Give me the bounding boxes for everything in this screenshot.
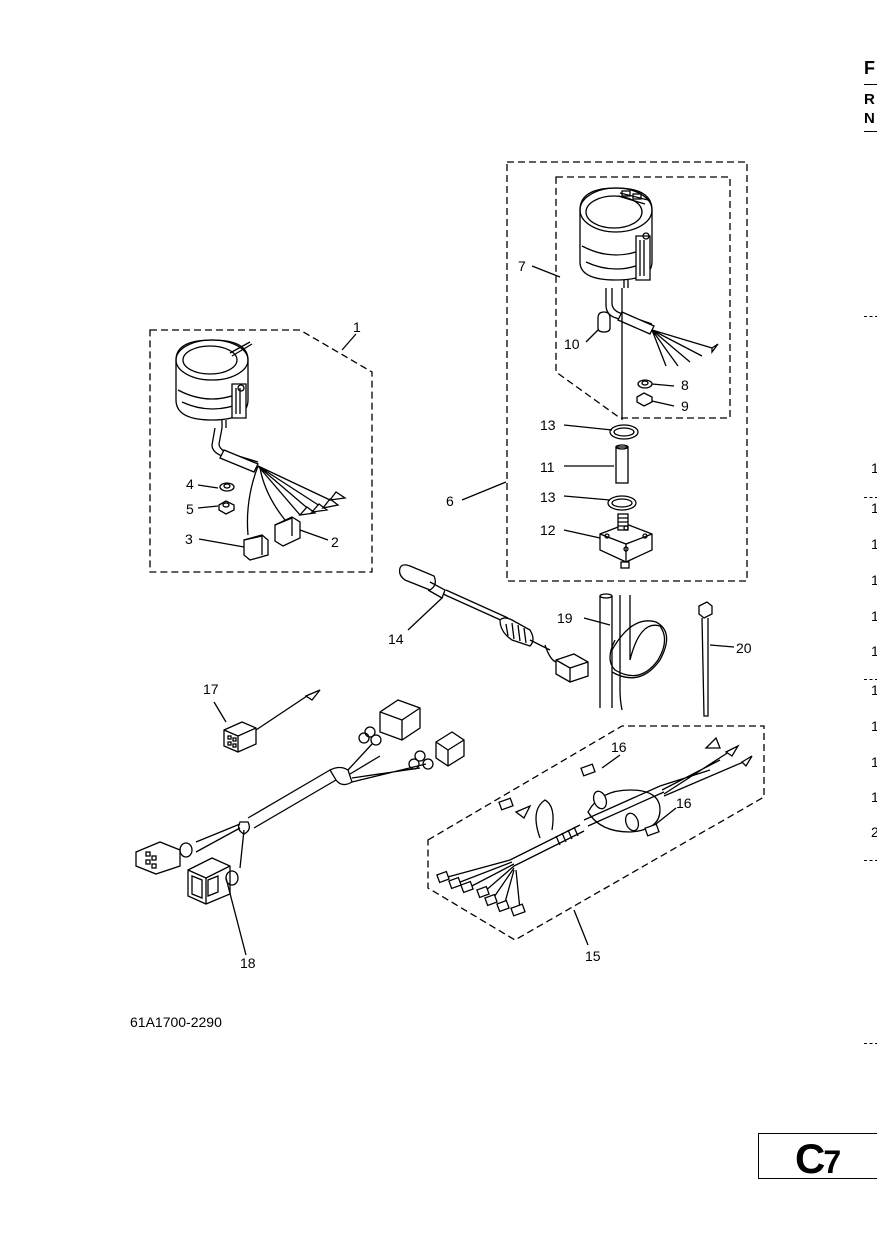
table-ref: 1 [871,460,877,476]
table-ref: 1 [871,643,877,659]
table-ref: 1 [871,754,877,770]
table-ref: 1 [871,789,877,805]
cable-tie-20 [698,601,713,717]
callout-9: 9 [681,398,689,414]
table-divider [864,497,877,498]
callout-2: 2 [331,534,339,550]
table-header-col2b: N [864,110,875,127]
page-number: 7 [823,1144,841,1180]
callout-17: 17 [203,681,219,697]
callout-16b: 16 [676,795,692,811]
diagram-code: 61A1700-2290 [130,1014,222,1030]
connector-2 [274,516,301,547]
page-code-box: C7 [758,1133,877,1182]
gauge-7 [579,187,719,420]
table-divider [864,679,877,680]
connector-17 [223,689,321,753]
header-rule-2 [864,131,877,132]
callout-14: 14 [388,631,404,647]
table-divider [864,1043,877,1044]
table-ref: 1 [871,536,877,552]
callout-12: 12 [540,522,556,538]
nut-9 [636,392,653,407]
clamp-13a [609,424,639,440]
callout-6: 6 [446,493,454,509]
table-ref: 2 [871,824,877,840]
group-7-frame [555,176,731,419]
page-code: C7 [795,1135,841,1183]
harness-15 [436,736,753,917]
callout-3: 3 [185,531,193,547]
clamp-13b [607,495,637,511]
callout-5: 5 [186,501,194,517]
callout-1: 1 [353,319,361,335]
table-ref: 1 [871,682,877,698]
callout-20: 20 [736,640,752,656]
hose-19 [609,595,666,711]
callout-7: 7 [518,258,526,274]
table-ref: 1 [871,500,877,516]
callout-11: 11 [540,459,555,475]
tube-11 [615,446,629,484]
callout-4: 4 [186,476,194,492]
table-ref: 1 [871,572,877,588]
table-ref: 1 [871,608,877,624]
harness-18 [135,699,465,905]
callout-15: 15 [585,948,601,964]
page-letter: C [795,1135,825,1182]
table-divider [864,860,877,861]
table-header-col2a: R [864,91,875,108]
callout-10: 10 [564,336,580,352]
callout-16a: 16 [611,739,627,755]
sensor-lead-14 [398,564,589,683]
table-divider [864,316,877,317]
group-1-frame [149,329,373,573]
callout-13b: 13 [540,489,556,505]
callout-13a: 13 [540,417,556,433]
group-15-frame [427,725,765,941]
callout-18: 18 [240,955,256,971]
cap-10 [597,311,611,333]
gauge-1 [175,339,347,536]
table-ref: 1 [871,718,877,734]
table-header-col1: F [864,58,875,78]
callout-19: 19 [557,610,573,626]
callout-8: 8 [681,377,689,393]
fitting-12 [599,513,653,569]
header-rule [864,84,877,85]
washer-4 [219,482,235,492]
